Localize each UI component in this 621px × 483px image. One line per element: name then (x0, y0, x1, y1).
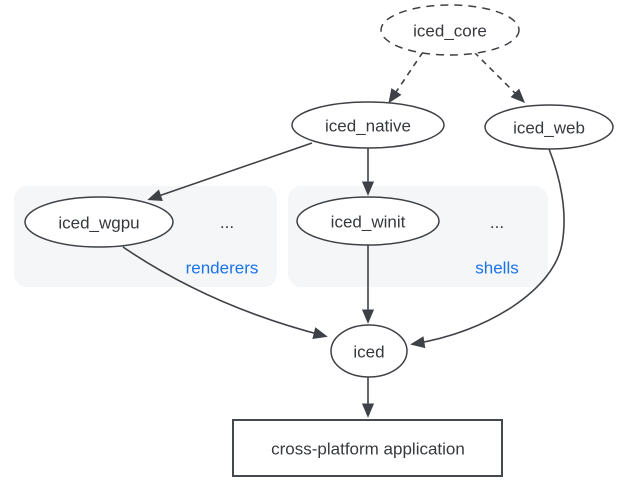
node-iced-wgpu: iced_wgpu (24, 196, 174, 248)
node-iced-web: iced_web (484, 104, 614, 150)
renderers-ellipsis: ... (220, 213, 234, 232)
node-iced-winit: iced_winit (296, 196, 440, 246)
iced-winit-label: iced_winit (331, 213, 406, 232)
app-rectangle (232, 419, 503, 477)
iced-wgpu-ellipse (24, 196, 174, 248)
edge-iced-wgpu-to-iced (122, 246, 328, 340)
shells-ellipsis: ... (490, 213, 504, 232)
renderers-group-label: renderers (186, 259, 259, 278)
node-iced-native: iced_native (291, 101, 445, 149)
iced-ellipse (330, 324, 408, 378)
iced-web-label: iced_web (513, 119, 585, 138)
iced-web-ellipse (484, 104, 614, 150)
edge-iced-core-to-iced-web (473, 51, 526, 104)
node-cross-platform-application: cross-platform application (232, 419, 503, 477)
iced-core-ellipse (380, 4, 520, 56)
iced-label: iced (353, 343, 384, 362)
edge-iced-core-to-iced-native (388, 51, 424, 104)
node-iced-core: iced_core (380, 4, 520, 56)
iced-winit-ellipse (296, 196, 440, 246)
iced-native-label: iced_native (325, 117, 411, 136)
iced-core-label: iced_core (413, 22, 487, 41)
iced-wgpu-label: iced_wgpu (58, 214, 139, 233)
iced-native-ellipse (291, 101, 445, 149)
shells-group-label: shells (475, 259, 518, 278)
edge-iced-native-to-iced-wgpu (147, 142, 313, 201)
node-iced: iced (330, 324, 408, 378)
edge-iced-web-to-iced (410, 148, 565, 349)
app-label: cross-platform application (271, 440, 465, 459)
